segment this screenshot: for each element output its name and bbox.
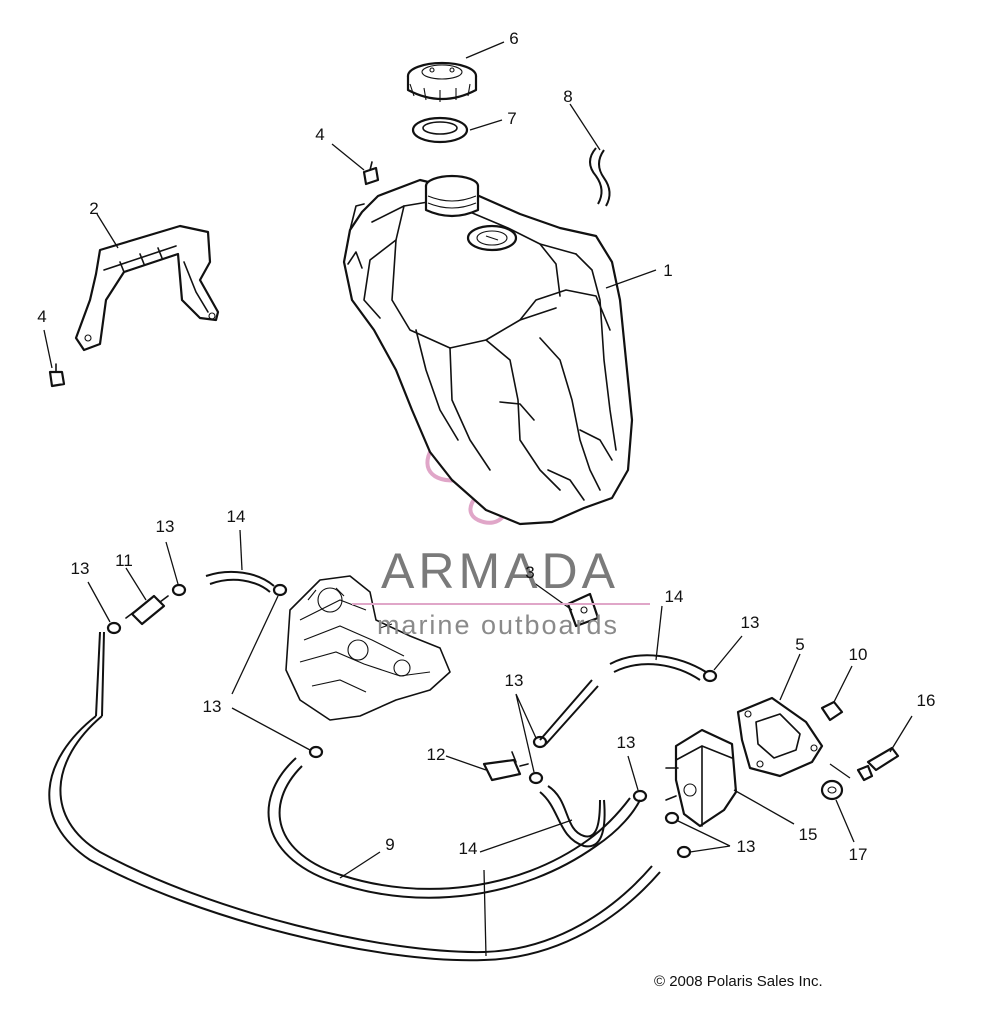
callout-3: 3 <box>525 563 534 582</box>
callout-4-upper: 4 <box>315 125 324 144</box>
fuel-filter <box>125 594 169 626</box>
fuel-tank <box>342 174 634 526</box>
callout-17: 17 <box>849 845 868 864</box>
carburetor <box>285 575 451 721</box>
bolt-lower <box>48 363 66 388</box>
callout-13-a: 13 <box>71 559 90 578</box>
cap-gasket <box>411 116 469 144</box>
watermark-tagline: marine outboards <box>377 610 619 640</box>
callout-1: 1 <box>663 261 672 280</box>
nut-upper <box>820 700 844 722</box>
callout-9: 9 <box>385 835 394 854</box>
watermark-brand: ARMADA <box>381 543 619 599</box>
callout-13-c: 13 <box>203 697 222 716</box>
callout-13-d: 13 <box>505 671 524 690</box>
callout-13-b: 13 <box>156 517 175 536</box>
callout-11: 11 <box>115 551 133 570</box>
fuel-pump <box>665 728 738 828</box>
vent-hose <box>589 147 611 207</box>
tank-bracket <box>74 224 220 352</box>
bolt-upper <box>362 161 380 186</box>
nut-lower <box>820 779 844 801</box>
fuel-hoses <box>48 570 707 962</box>
callout-14-b: 14 <box>665 587 684 606</box>
callout-6: 6 <box>509 29 518 48</box>
callout-15: 15 <box>799 825 818 844</box>
copyright-notice: © 2008 Polaris Sales Inc. <box>654 973 823 990</box>
callout-4-lower: 4 <box>37 307 46 326</box>
callout-14-c: 14 <box>459 839 478 858</box>
callout-2: 2 <box>89 199 98 218</box>
callout-16: 16 <box>917 691 936 710</box>
leader-lines <box>43 41 913 957</box>
callout-5: 5 <box>795 635 804 654</box>
callout-14-a: 14 <box>227 507 246 526</box>
small-bracket <box>566 592 600 628</box>
mounting-plate <box>736 696 824 778</box>
mount-bolt <box>856 746 900 782</box>
tee-fitting <box>482 751 529 782</box>
watermark-text: ARMADA marine outboards <box>352 543 650 640</box>
callout-7: 7 <box>507 109 516 128</box>
callout-13-e: 13 <box>741 613 760 632</box>
callout-labels: 1 2 3 4 4 5 6 7 8 9 10 11 12 13 13 13 13… <box>37 29 935 864</box>
callout-10: 10 <box>849 645 868 664</box>
callout-12: 12 <box>427 745 446 764</box>
fuel-cap <box>406 61 478 102</box>
callout-13-g: 13 <box>737 837 756 856</box>
hose-clamps <box>106 583 718 859</box>
callout-13-f: 13 <box>617 733 636 752</box>
callout-8: 8 <box>563 87 572 106</box>
